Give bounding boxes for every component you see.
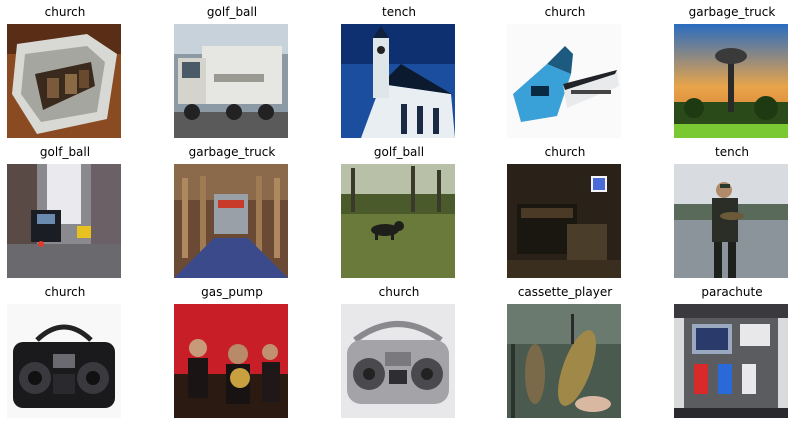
- image-label: cassette_player: [517, 285, 613, 299]
- thumbnail-image: [174, 24, 288, 138]
- thumbnail-image: [507, 164, 621, 278]
- image-label: church: [44, 285, 86, 299]
- image-label: gas_pump: [201, 285, 263, 299]
- image-label: golf_ball: [39, 145, 91, 159]
- thumbnail-image: [341, 24, 455, 138]
- image-label: tench: [382, 5, 416, 19]
- thumbnail-image: [174, 304, 288, 418]
- image-label: garbage_truck: [688, 5, 776, 19]
- image-label: garbage_truck: [188, 145, 276, 159]
- thumbnail-image: [674, 164, 788, 278]
- image-label: church: [378, 285, 420, 299]
- thumbnail-image: [507, 24, 621, 138]
- thumbnail-image: [7, 24, 121, 138]
- image-label: golf_ball: [206, 5, 258, 19]
- thumbnail-image: [341, 164, 455, 278]
- image-label: church: [544, 145, 586, 159]
- thumbnail-image: [507, 304, 621, 418]
- thumbnail-image: [341, 304, 455, 418]
- image-label: tench: [715, 145, 749, 159]
- thumbnail-image: [674, 24, 788, 138]
- thumbnail-image: [7, 304, 121, 418]
- thumbnail-image: [174, 164, 288, 278]
- image-label: church: [544, 5, 586, 19]
- image-label: golf_ball: [373, 145, 425, 159]
- thumbnail-image: [674, 304, 788, 418]
- image-label: parachute: [701, 285, 763, 299]
- thumbnail-image: [7, 164, 121, 278]
- image-label: church: [44, 5, 86, 19]
